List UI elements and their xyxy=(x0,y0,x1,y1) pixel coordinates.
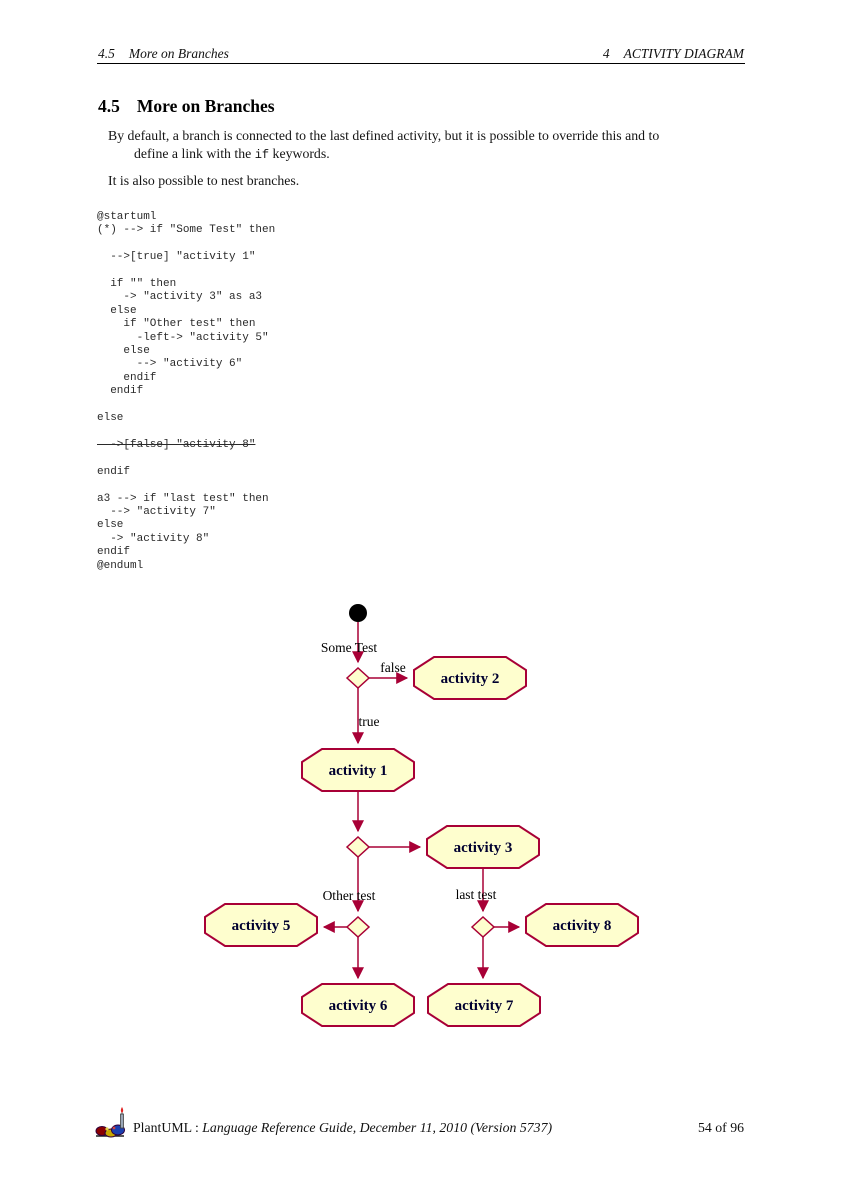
code-line: endif xyxy=(97,371,157,384)
plantuml-logo-icon xyxy=(95,1107,125,1138)
running-header-left-title: More on Branches xyxy=(128,46,229,61)
code-block: @startuml (*) --> if "Some Test" then --… xyxy=(97,211,275,573)
paragraph-1-line-2-post: keywords. xyxy=(269,146,330,161)
edge-label-some-test: Some Test xyxy=(321,640,377,655)
code-line-struck-through: ->[false] "activity 8" xyxy=(97,438,256,451)
running-header-left: 4.5 More on Branches xyxy=(98,46,229,62)
decision-diamond-other-test xyxy=(345,915,371,939)
activity-node-6 xyxy=(301,983,415,1027)
activity-node-3-label: activity 3 xyxy=(454,840,513,856)
activity-node-5-label: activity 5 xyxy=(232,918,291,934)
header-divider xyxy=(97,63,745,64)
code-line xyxy=(97,265,275,278)
activity-node-2-label: activity 2 xyxy=(441,671,500,687)
code-line xyxy=(97,479,275,492)
section-number: 4.5 xyxy=(98,96,120,116)
paragraph-1-line-2-pre: define a link with the xyxy=(134,146,255,161)
activity-node-7 xyxy=(427,983,541,1027)
code-line: @startuml xyxy=(97,211,157,223)
activity-node-3 xyxy=(426,825,540,869)
code-line: a3 --> if "last test" then xyxy=(97,492,269,505)
code-line xyxy=(97,452,275,465)
code-line: --> "activity 6" xyxy=(97,358,243,371)
code-line: if "" then xyxy=(97,278,177,291)
inline-code-if: if xyxy=(254,148,270,162)
code-line: @enduml xyxy=(97,559,144,572)
activity-node-7-label: activity 7 xyxy=(455,998,514,1014)
activity-node-8-label: activity 8 xyxy=(553,918,612,934)
activity-node-1-label: activity 1 xyxy=(329,763,388,779)
decision-diamond-some-test xyxy=(345,666,371,690)
activity-node-8 xyxy=(525,903,639,947)
code-line: else xyxy=(97,345,150,358)
running-header-right-number: 4 xyxy=(602,46,610,61)
code-line: endif xyxy=(97,385,144,398)
running-header-left-number: 4.5 xyxy=(98,46,115,61)
paragraph-1-line-1: By default, a branch is connected to the… xyxy=(108,128,660,143)
footer-page-indicator: 54 of 96 xyxy=(698,1120,744,1135)
footer-doc-title: Language Reference Guide, December 11, 2… xyxy=(202,1120,553,1135)
edge-label-other-test: Other test xyxy=(323,888,376,903)
code-line: -> "activity 8" xyxy=(97,532,210,545)
footer-brand: PlantUML xyxy=(133,1120,192,1135)
edge-label-last-test: last test xyxy=(456,887,497,902)
paragraph-2: It is also possible to nest branches. xyxy=(108,173,300,188)
activity-node-5 xyxy=(204,903,318,947)
footer-text: PlantUML : Language Reference Guide, Dec… xyxy=(133,1120,552,1136)
code-line: endif xyxy=(97,465,131,478)
footer-separator: : xyxy=(191,1120,203,1135)
activity-diagram: activity 2 activity 1 activity 3 activit… xyxy=(204,604,639,1027)
activity-node-1 xyxy=(301,748,415,792)
paragraph-1-line-2: define a link with the if keywords. xyxy=(134,146,330,162)
running-header-right-title: ACTIVITY DIAGRAM xyxy=(623,46,744,61)
section-heading: 4.5 More on Branches xyxy=(98,96,275,117)
code-line: else xyxy=(97,519,124,532)
code-line: endif xyxy=(97,546,131,559)
code-line: else xyxy=(97,304,137,317)
start-node xyxy=(349,604,367,622)
decision-diamond-last-test xyxy=(470,915,496,939)
code-line xyxy=(97,426,275,439)
activity-node-6-label: activity 6 xyxy=(329,998,388,1014)
code-line: -left-> "activity 5" xyxy=(97,331,269,344)
code-line: else xyxy=(97,412,124,425)
code-line: (*) --> if "Some Test" then xyxy=(97,224,276,237)
edge-label-true: true xyxy=(359,714,380,729)
section-title: More on Branches xyxy=(136,96,275,116)
running-header-right: 4 ACTIVITY DIAGRAM xyxy=(603,46,744,62)
code-line: -->[true] "activity 1" xyxy=(97,251,256,264)
edge-label-false: false xyxy=(380,660,405,675)
code-line: if "Other test" then xyxy=(97,318,256,331)
code-line: -> "activity 3" as a3 xyxy=(97,291,263,304)
code-line xyxy=(97,238,275,251)
code-line: --> "activity 7" xyxy=(97,505,216,518)
activity-node-2 xyxy=(413,656,527,700)
code-line xyxy=(97,399,275,412)
decision-diamond-nested xyxy=(345,835,371,859)
